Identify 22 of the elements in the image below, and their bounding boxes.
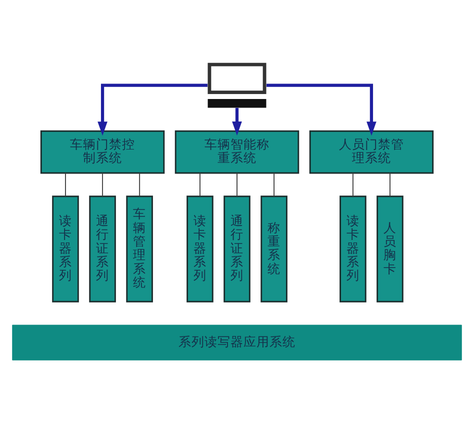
arrow (266, 84, 376, 136)
node-box: 读卡器系列 (340, 196, 366, 302)
connector (274, 172, 275, 197)
connector (352, 172, 354, 197)
arrow (232, 108, 242, 136)
node-box: 读卡器系列 (52, 196, 79, 302)
connector (199, 172, 200, 197)
connector (139, 172, 140, 197)
node-box: 通行证系列 (89, 196, 116, 302)
node-box: 系列读写器应用系统 (12, 324, 462, 360)
node-box: 车辆管理系统 (126, 196, 153, 302)
arrow (98, 84, 208, 136)
node-box: 通行证系列 (224, 196, 250, 302)
node-box: 车辆智能称重系统 (174, 130, 300, 174)
node-box: 车辆门禁控制系统 (40, 130, 165, 174)
connector (65, 172, 66, 197)
node-box: 称重系统 (260, 196, 288, 302)
node-box: 人员门禁管理系统 (309, 130, 434, 174)
node-box: 人员胸卡 (376, 196, 404, 302)
connector (102, 172, 104, 197)
connector (236, 172, 238, 197)
node-box: 读卡器系列 (186, 196, 214, 302)
